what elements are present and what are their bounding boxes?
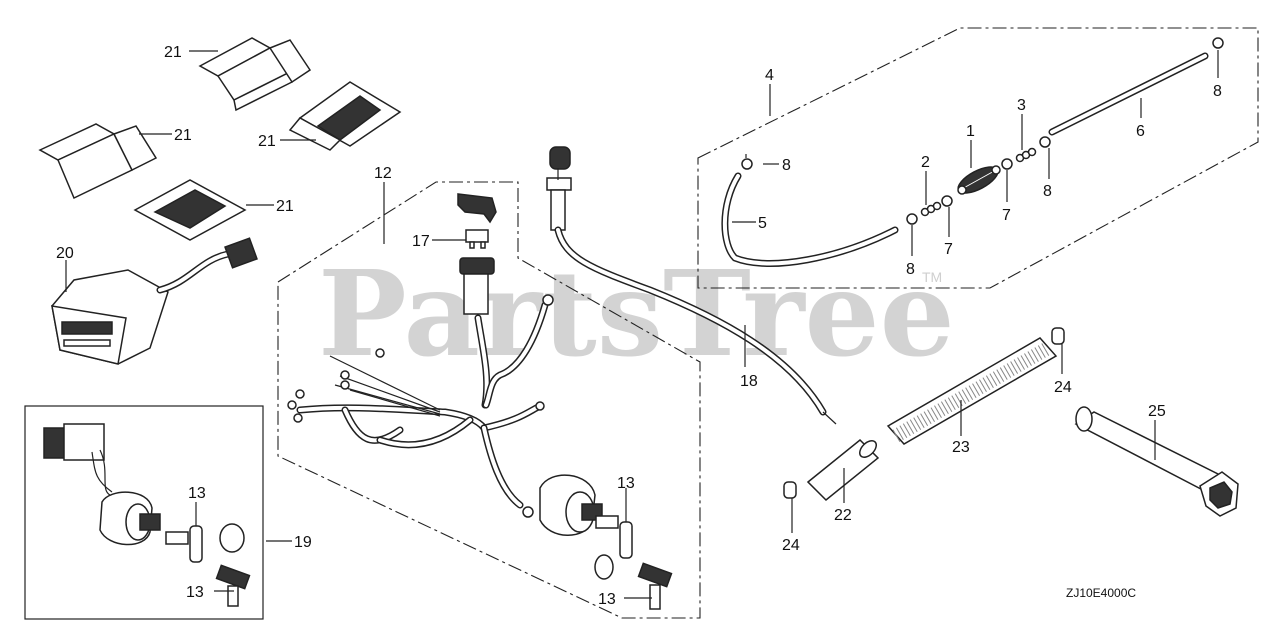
- key-13-harness-lower[interactable]: [637, 562, 673, 610]
- callout-8[interactable]: 8: [1043, 183, 1052, 200]
- key-13-harness[interactable]: [595, 515, 633, 559]
- callout-21[interactable]: 21: [276, 198, 294, 215]
- regulator-20[interactable]: [51, 237, 258, 365]
- callout-21[interactable]: 21: [258, 133, 276, 150]
- callout-24[interactable]: 24: [1054, 379, 1072, 396]
- o-ring-box19[interactable]: [219, 523, 245, 553]
- callout-21[interactable]: 21: [164, 44, 182, 61]
- callout-5[interactable]: 5: [758, 215, 767, 232]
- callout-8[interactable]: 8: [1213, 83, 1222, 100]
- bracket-21-a[interactable]: [198, 37, 312, 112]
- callout-1[interactable]: 1: [966, 123, 975, 140]
- callout-6[interactable]: 6: [1136, 123, 1145, 140]
- callout-2[interactable]: 2: [921, 154, 930, 171]
- bracket-21-b[interactable]: [288, 81, 402, 151]
- clip-24-top[interactable]: [1051, 327, 1065, 345]
- ignition-switch-19[interactable]: [43, 423, 161, 546]
- callout-4[interactable]: 4: [765, 67, 774, 84]
- callout-17[interactable]: 17: [412, 233, 430, 250]
- group-box-12: [277, 181, 701, 619]
- fuse-holder[interactable]: [459, 257, 495, 315]
- clamp-7-left[interactable]: [941, 195, 953, 207]
- callout-8[interactable]: 8: [906, 261, 915, 278]
- callout-13[interactable]: 13: [186, 584, 204, 601]
- callout-12[interactable]: 12: [374, 165, 392, 182]
- clamp-8-top[interactable]: [1212, 37, 1224, 49]
- washers-3[interactable]: [1015, 147, 1037, 163]
- watermark-tm: TM: [922, 269, 942, 285]
- clamp-8-upper[interactable]: [741, 158, 753, 170]
- key-13-box19-lower[interactable]: [215, 564, 251, 607]
- callouts: 21 21 21 21 20 12 17 18 4 8 5 6 8 8 1 3 …: [56, 44, 1222, 608]
- callout-13[interactable]: 13: [188, 485, 206, 502]
- callout-22[interactable]: 22: [834, 507, 852, 524]
- fuse-17[interactable]: [465, 229, 489, 249]
- choke-cable-18[interactable]: [546, 146, 837, 425]
- bracket-21-c[interactable]: [38, 123, 158, 200]
- primer-bulb-1[interactable]: [954, 162, 1001, 199]
- callout-13[interactable]: 13: [598, 591, 616, 608]
- wrench-25[interactable]: [1074, 406, 1239, 517]
- callout-7[interactable]: 7: [1002, 207, 1011, 224]
- watermark-brand: PartsTree: [318, 244, 955, 383]
- callout-23[interactable]: 23: [952, 439, 970, 456]
- group-box-4: [697, 27, 1259, 289]
- fuse-cover[interactable]: [457, 193, 497, 224]
- sleeve-22[interactable]: [806, 438, 880, 502]
- callout-20[interactable]: 20: [56, 245, 74, 262]
- sleeve-23[interactable]: [886, 337, 1058, 445]
- callout-19[interactable]: 19: [294, 534, 312, 551]
- diagram-code: ZJ10E4000C: [1066, 586, 1136, 600]
- callout-7[interactable]: 7: [944, 241, 953, 258]
- callout-25[interactable]: 25: [1148, 403, 1166, 420]
- callout-18[interactable]: 18: [740, 373, 758, 390]
- bracket-21-d[interactable]: [133, 179, 247, 241]
- harness-terminals: [287, 294, 554, 423]
- clamp-7-right[interactable]: [1001, 158, 1013, 170]
- group-box-19: [24, 405, 264, 620]
- clamp-8-left[interactable]: [906, 213, 918, 225]
- callout-8[interactable]: 8: [782, 157, 791, 174]
- key-13-box19[interactable]: [165, 525, 203, 563]
- callout-24[interactable]: 24: [782, 537, 800, 554]
- fuel-tube-6[interactable]: [1048, 52, 1209, 136]
- ignition-switch-harness[interactable]: [522, 474, 603, 536]
- fuel-tube-5[interactable]: [721, 172, 899, 267]
- callout-3[interactable]: 3: [1017, 97, 1026, 114]
- callout-13[interactable]: 13: [617, 475, 635, 492]
- callout-21[interactable]: 21: [174, 127, 192, 144]
- o-ring-harness[interactable]: [594, 554, 614, 580]
- clip-24-bottom[interactable]: [783, 481, 797, 499]
- washers-2[interactable]: [920, 201, 942, 217]
- leader-lines: [65, 50, 1219, 599]
- clamp-8-right[interactable]: [1039, 136, 1051, 148]
